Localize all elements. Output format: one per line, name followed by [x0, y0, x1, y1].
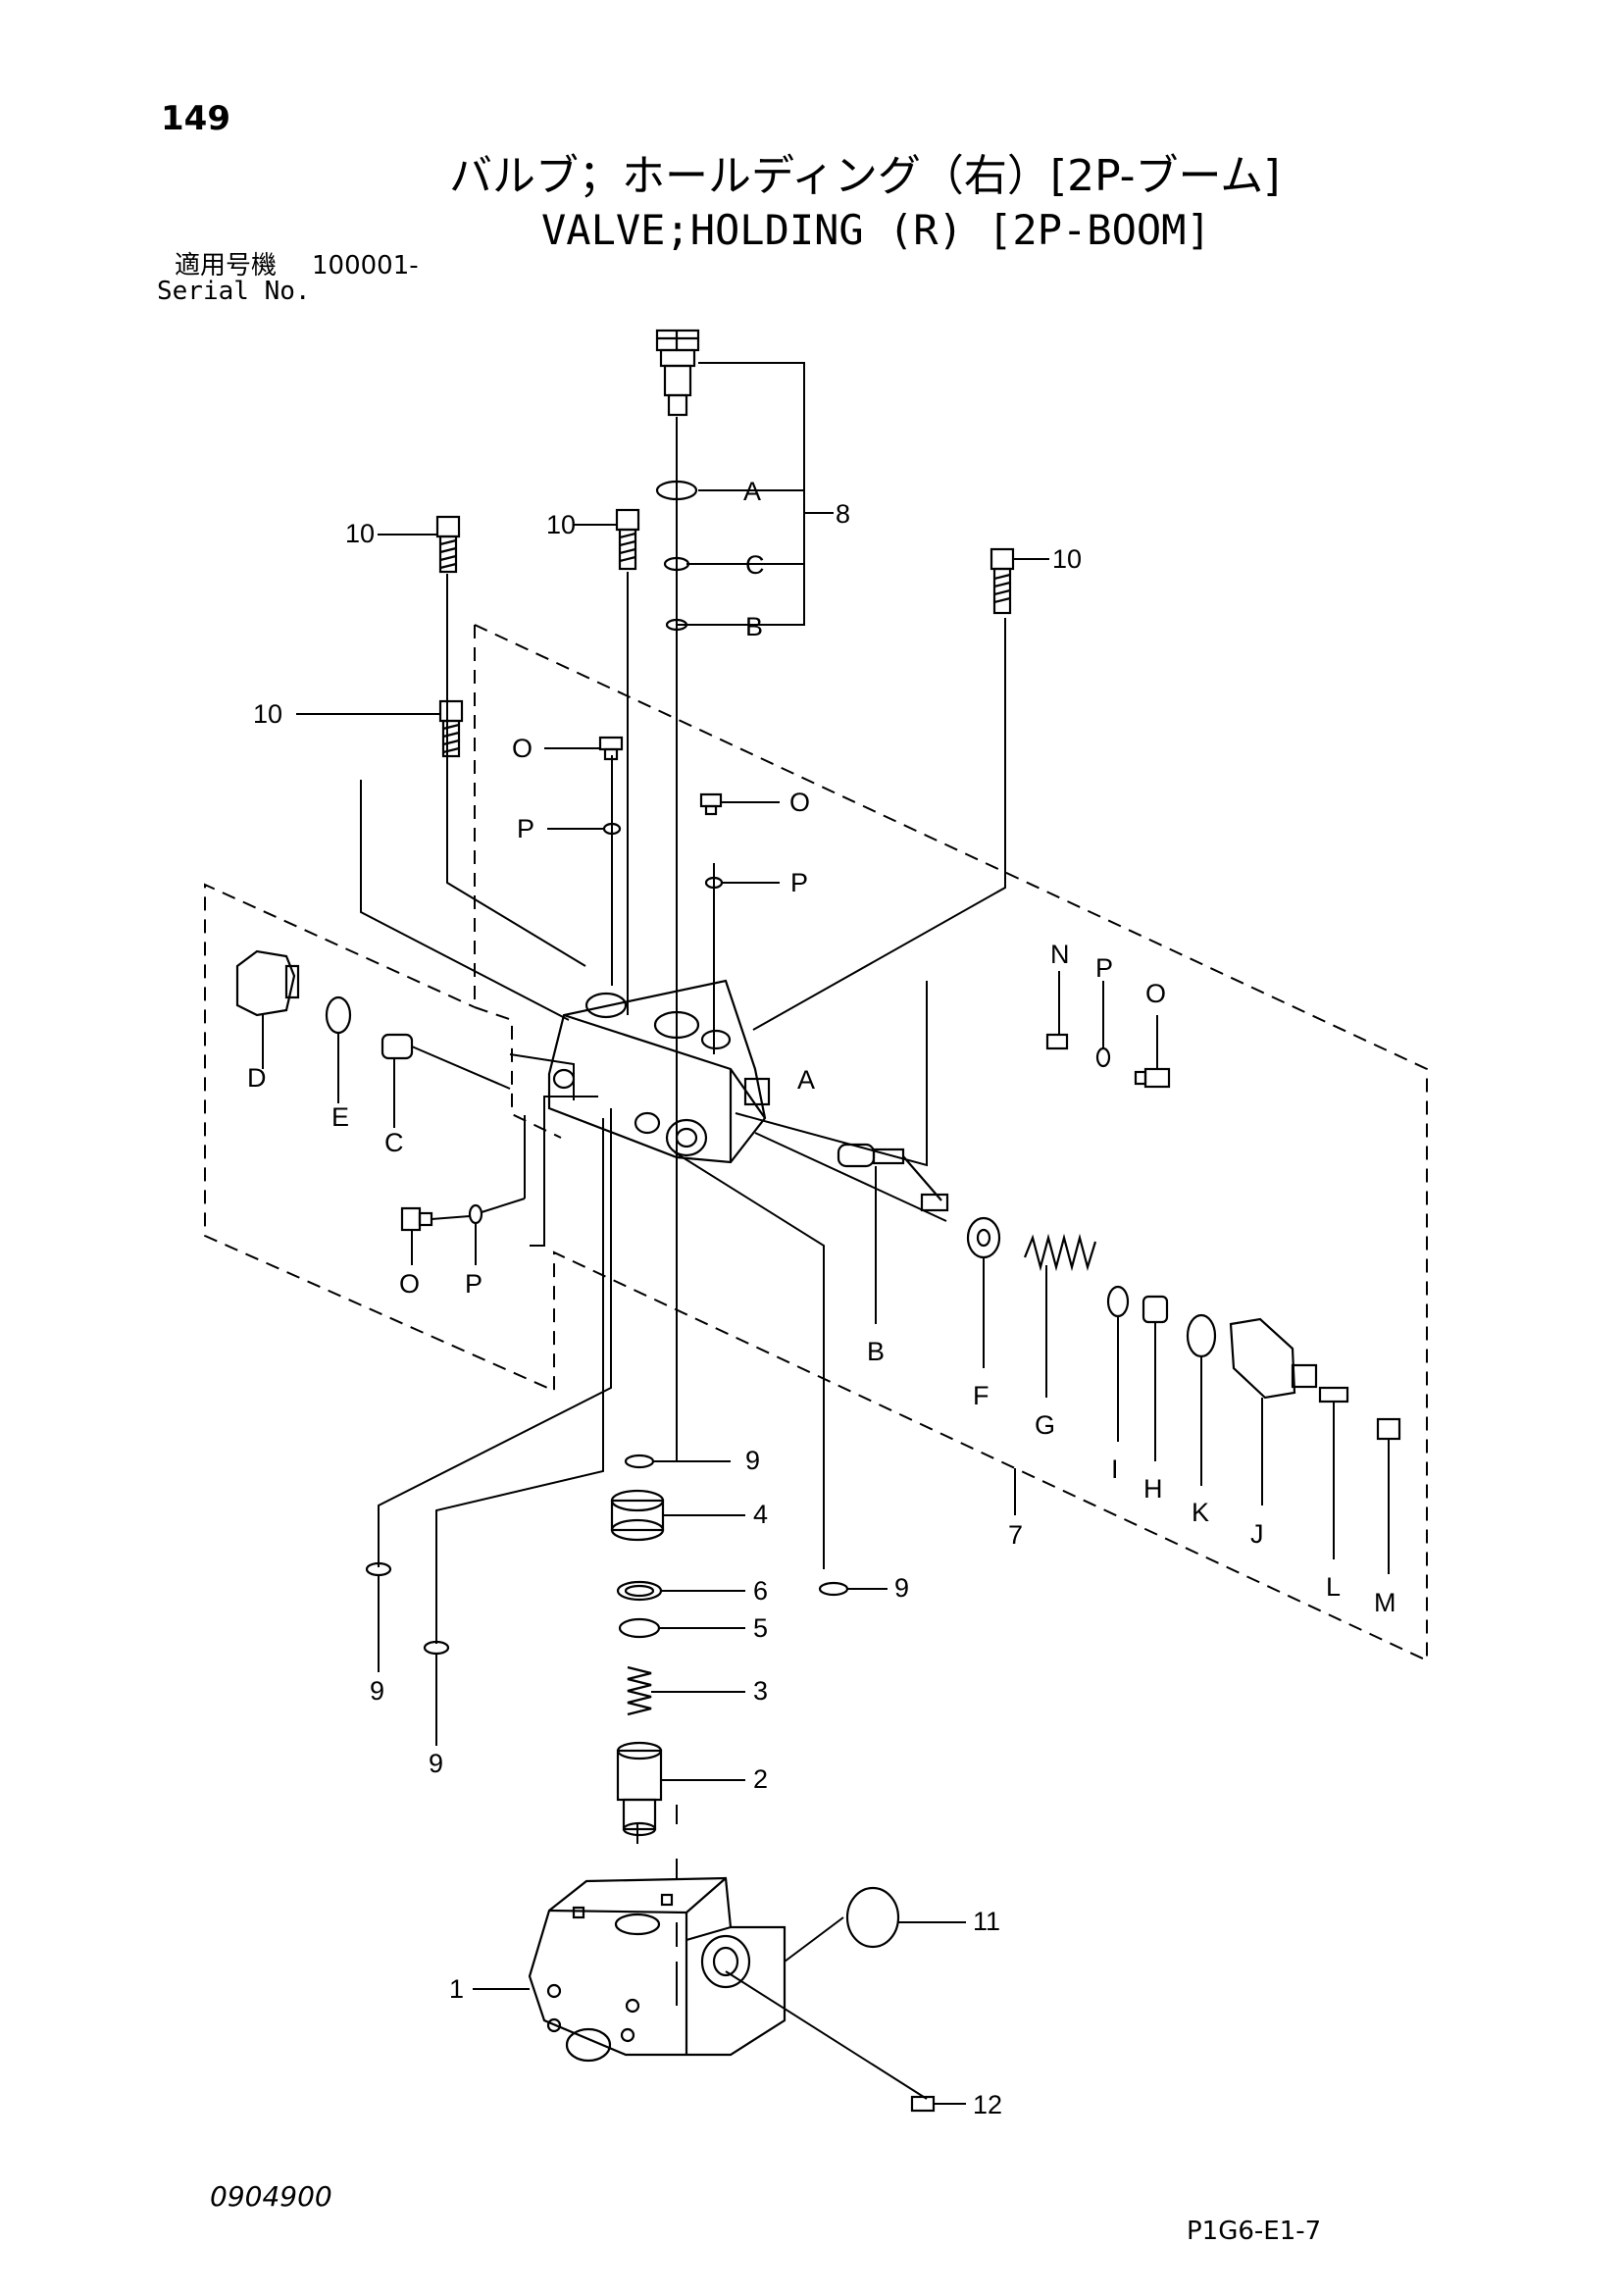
cap-screw-10-icon: [435, 515, 461, 574]
callout-l: L: [1326, 1572, 1341, 1602]
callout-9: 9: [894, 1573, 909, 1603]
cap-screw-10-icon: [990, 547, 1015, 615]
ring-5-icon: [618, 1617, 661, 1639]
piston-4-icon: [610, 1489, 665, 1542]
valve-block-1-icon: [528, 1876, 787, 2063]
callout-g: G: [1035, 1410, 1055, 1440]
o-ring-11-icon: [845, 1886, 900, 1949]
callout-d: D: [247, 1063, 267, 1093]
dashed-group-boundaries: [204, 624, 1428, 1662]
title-japanese: バルブ；ホールディング（右）[2P-ブーム]: [449, 151, 1281, 201]
plug-m-icon: [1376, 1417, 1401, 1441]
callout-4: 4: [753, 1500, 768, 1529]
callout-j: J: [1250, 1519, 1264, 1549]
callout-1: 1: [449, 1974, 464, 2004]
callout-9: 9: [745, 1446, 760, 1475]
callout-k: K: [1192, 1498, 1209, 1527]
o-ring-i-icon: [1106, 1285, 1130, 1318]
callout-o: O: [399, 1269, 420, 1299]
ring-p-icon: [468, 1203, 483, 1225]
o-ring-9-icon: [818, 1581, 849, 1597]
piston-c-icon: [381, 1033, 414, 1060]
page-number: 149: [161, 99, 230, 138]
plug-h-icon: [1142, 1295, 1169, 1324]
callout-b: B: [745, 612, 763, 641]
callout-7: 7: [1008, 1520, 1023, 1550]
callout-11: 11: [973, 1907, 1000, 1936]
callout-9: 9: [429, 1749, 443, 1778]
callout-12: 12: [973, 2090, 1002, 2119]
page-code: P1G6-E1-7: [1187, 2217, 1322, 2246]
callout-8: 8: [836, 499, 850, 529]
callout-b: B: [867, 1337, 885, 1366]
callout-m: M: [1374, 1588, 1396, 1617]
callout-9: 9: [370, 1676, 384, 1706]
poppet-2-icon: [616, 1741, 663, 1837]
plug-o-icon: [1134, 1067, 1171, 1089]
o-ring-e-icon: [325, 995, 352, 1035]
callout-5: 5: [753, 1613, 768, 1643]
ring-6-icon: [616, 1580, 663, 1602]
callout-h: H: [1143, 1474, 1163, 1504]
set-screw-l-icon: [1318, 1386, 1349, 1403]
relief-valve-8-icon: [655, 329, 700, 417]
set-screw-n-icon: [1045, 1033, 1069, 1050]
serial-number-value: 100001-: [312, 251, 419, 281]
title-english: VALVE;HOLDING (R) [2P-BOOM]: [541, 206, 1211, 254]
callout-o: O: [512, 734, 533, 763]
callout-n: N: [1050, 940, 1070, 969]
plug-o-icon: [699, 792, 723, 816]
callout-a: A: [797, 1065, 815, 1095]
washer-f-icon: [966, 1216, 1001, 1259]
serial-label-english: Serial No.: [157, 277, 311, 306]
document-code: 0904900: [210, 2180, 332, 2213]
cap-screw-10-icon: [615, 508, 640, 571]
callout-p: P: [1095, 953, 1113, 983]
callout-2: 2: [753, 1764, 768, 1794]
spool-b-icon: [837, 1143, 949, 1212]
callout-i: I: [1111, 1454, 1119, 1484]
callout-10: 10: [1052, 544, 1082, 574]
o-ring-k-icon: [1186, 1313, 1217, 1358]
callout-6: 6: [753, 1576, 768, 1606]
spring-3-icon: [627, 1665, 652, 1716]
o-ring-a-icon: [655, 480, 698, 501]
callout-p: P: [790, 868, 808, 897]
callout-c: C: [384, 1128, 404, 1157]
set-screw-12-icon: [910, 2095, 936, 2113]
callout-a: A: [743, 477, 761, 506]
callout-10: 10: [345, 519, 375, 548]
callout-10: 10: [253, 699, 282, 729]
callout-e: E: [331, 1102, 349, 1132]
callout-f: F: [973, 1381, 990, 1410]
o-ring-9-icon: [624, 1454, 655, 1469]
callout-c: C: [745, 550, 765, 580]
callout-3: 3: [753, 1676, 768, 1706]
ring-p-icon: [1095, 1046, 1111, 1068]
plug-o-icon: [598, 736, 624, 761]
callout-10: 10: [546, 510, 576, 539]
alignment-lines: [360, 417, 1006, 2100]
callout-p: P: [465, 1269, 482, 1299]
serial-label-japanese: 適用号機: [175, 251, 278, 281]
plug-o-icon: [400, 1206, 433, 1232]
callout-o: O: [1145, 979, 1166, 1008]
cap-screw-10-icon: [438, 699, 464, 758]
cap-d-icon: [235, 949, 300, 1017]
cap-j-icon: [1229, 1317, 1318, 1400]
callout-o: O: [789, 788, 810, 817]
valve-body-icon: [547, 979, 771, 1164]
spring-g-icon: [1023, 1233, 1097, 1272]
callout-p: P: [517, 814, 534, 843]
